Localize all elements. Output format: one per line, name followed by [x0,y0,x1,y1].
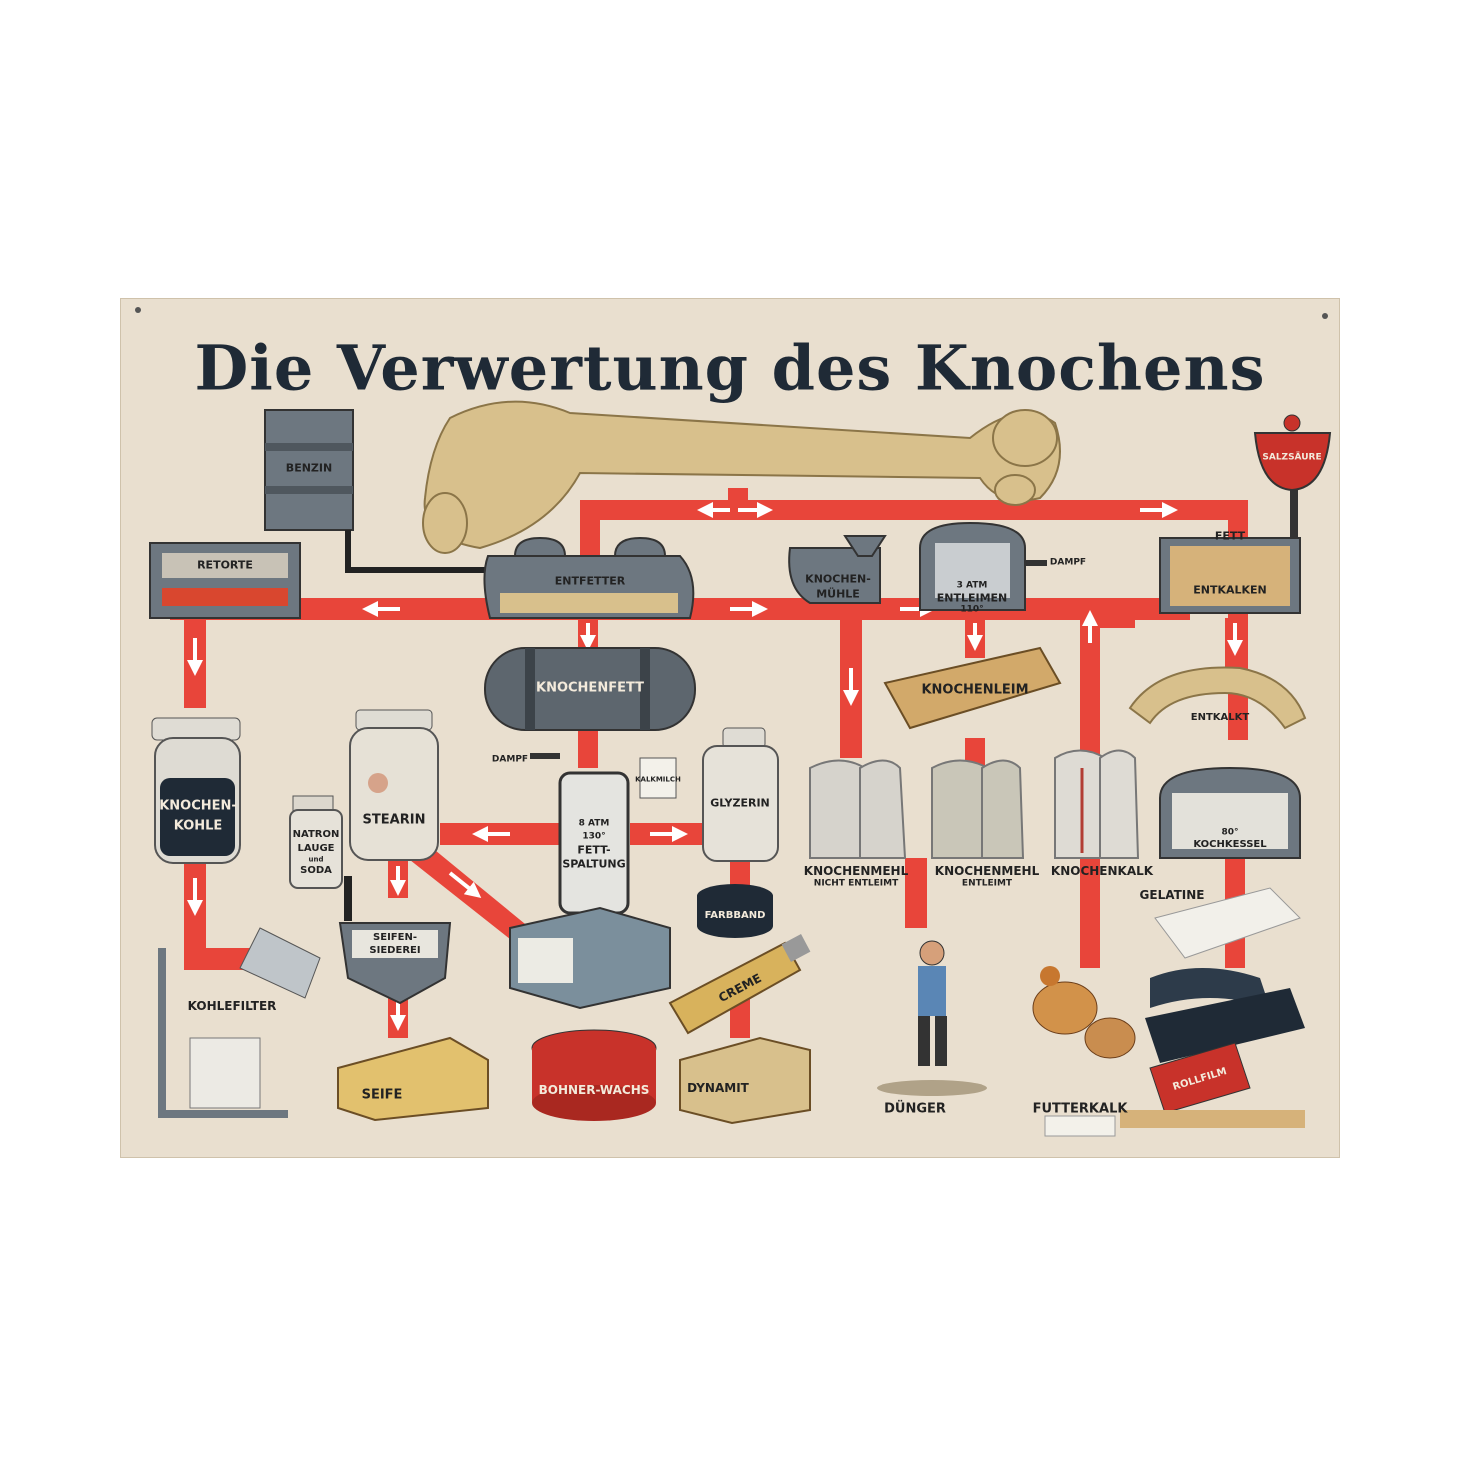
bohnerwachs-tin [531,1029,657,1121]
kochkessel [1159,766,1301,859]
seifensiederei-vessel [338,876,452,1005]
chickens [1032,966,1136,1059]
label-entkalken: ENTKALKEN [1193,583,1267,597]
label-fettspaltung-4: SPALTUNG [562,857,626,871]
label-knochenmuehle-2: MÜHLE [816,587,860,601]
label-fettspaltung-1: 8 ATM [578,818,610,829]
knochenkohle-jar [151,717,241,864]
label-knochenleim: KNOCHENLEIM [921,682,1029,698]
seife-box [337,1036,489,1122]
label-seifensiederei-1: SEIFEN- [373,932,417,943]
label-knochenkalk: KNOCHENKALK [1050,864,1154,878]
label-natronlauge-4: SODA [300,865,332,876]
film-rolls [1145,968,1305,1114]
label-dynamit: DYNAMIT [687,1081,749,1095]
poster-title: Die Verwertung des Knochens [194,331,1266,405]
label-kochkessel-1: 80° [1221,827,1239,838]
label-salzsaeure: SALZSÄURE [1262,452,1322,463]
label-farbband: FARBBAND [704,910,766,921]
entfetter-vessel [483,536,695,619]
label-knochenmehl-1-sub: NICHT ENTLEIMT [813,878,899,889]
label-gelatine: GELATINE [1139,888,1205,902]
stearin-jar [349,709,439,861]
label-knochenfett: KNOCHENFETT [536,680,644,696]
label-natronlauge-1: NATRON [292,829,340,840]
label-knochenkohle-1: KNOCHEN- [159,798,237,814]
kohlefilter-stand [158,927,321,1118]
label-knochenmuehle-1: KNOCHEN- [805,572,871,586]
salzsaeure-kettle [1253,414,1332,492]
glyzerin-jar [702,727,779,862]
fettspaltung-vessel [558,757,677,915]
poster: Die Verwertung des Knochens BENZIN RETOR… [120,298,1340,1158]
label-entleimen-2: ENTLEIMEN [936,591,1008,605]
label-fett: FETT [1214,529,1246,543]
entleimen-vessel [919,521,1047,611]
label-duenger: DÜNGER [884,1101,946,1117]
candle-boxes [509,906,671,1010]
label-knochenmehl-2: KNOCHENMEHL [934,864,1040,878]
label-stearin: STEARIN [362,812,426,828]
label-bohnerwachs: BOHNER-WACHS [538,1083,650,1097]
knochenmuehle [788,535,887,604]
label-natronlauge-3: und [308,855,324,864]
publisher-strip [1044,1110,1305,1137]
benzin-tank [264,409,490,573]
label-knochenkohle-2: KOHLE [173,818,223,834]
diagram-artwork [120,298,1340,1158]
label-kalkmilch: KALKMILCH [635,775,681,784]
label-glyzerin: GLYZERIN [710,796,770,810]
label-dampf-mid: DAMPF [491,754,529,765]
gelatine-sheets [1154,887,1301,959]
label-retorte: RETORTE [197,558,253,572]
label-fettspaltung-2: 130° [582,831,606,842]
label-fettspaltung-3: FETT- [577,843,611,857]
farbband-spool [697,884,773,938]
label-kohlefilter: KOHLEFILTER [187,999,277,1013]
label-futterkalk: FUTTERKALK [1032,1101,1128,1117]
label-knochenmehl-1: KNOCHENMEHL [803,864,909,878]
label-entkalkt: ENTKALKT [1190,712,1250,723]
dynamit-crate [679,1036,811,1125]
label-kochkessel-2: KOCHKESSEL [1193,839,1267,850]
knochenkalk-sacks [1054,749,1140,859]
label-dampf-top: DAMPF [1049,557,1087,568]
farmer-figure [877,940,987,1096]
label-entleimen-3: 110° [960,604,984,615]
knochenmehl-sacks-2 [931,759,1025,859]
label-natronlauge-2: LAUGE [297,843,335,854]
entkalken-tank [1159,537,1301,614]
label-seife: SEIFE [361,1087,403,1103]
label-entleimen-1: 3 ATM [956,580,988,591]
retorte-furnace [149,542,301,619]
label-benzin: BENZIN [285,461,333,475]
knochenfett-tank [484,647,696,759]
bone-illustration [422,400,1061,554]
label-seifensiederei-2: SIEDEREI [369,945,421,956]
knochenleim-tray [883,646,1062,730]
creme-tube [668,934,811,1035]
entkalkt-bone [1128,666,1307,730]
label-knochenmehl-2-sub: ENTLEIMT [961,878,1013,889]
label-entfetter: ENTFETTER [554,574,626,588]
knochenmehl-sacks-1 [809,759,907,859]
natronlauge-bottle [289,795,343,889]
